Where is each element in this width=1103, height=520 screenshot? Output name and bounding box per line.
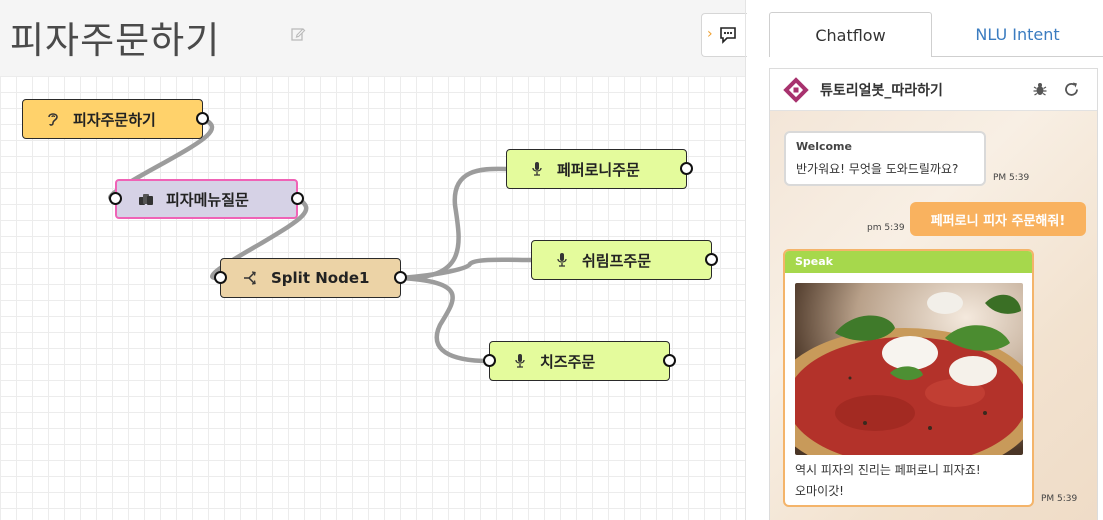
microphone-icon (529, 161, 545, 177)
bot-logo (783, 77, 809, 103)
tab-nlu-intent[interactable]: NLU Intent (932, 12, 1103, 57)
microphone-icon (554, 252, 570, 268)
pizza-image (795, 283, 1023, 455)
tab-chatflow[interactable]: Chatflow (769, 12, 932, 57)
message-timestamp: pm 5:39 (867, 223, 905, 233)
user-message: 페퍼로니 피자 주문해줘! (910, 202, 1086, 236)
bug-icon[interactable] (1032, 81, 1048, 97)
output-port[interactable] (663, 354, 676, 367)
panel-divider[interactable] (745, 0, 746, 520)
output-port[interactable] (196, 112, 209, 125)
input-port[interactable] (483, 354, 496, 367)
refresh-icon[interactable] (1063, 81, 1080, 98)
node-label: 피자주문하기 (73, 110, 156, 129)
node-label: Split Node1 (271, 269, 370, 287)
page-title: 피자주문하기 (10, 19, 221, 62)
input-port[interactable] (214, 271, 227, 284)
flow-node-cheese[interactable]: 치즈주문 (483, 341, 676, 381)
node-label: 쉬림프주문 (582, 251, 652, 270)
flow-node-start[interactable]: 피자주문하기 (22, 99, 209, 139)
message-timestamp: PM 5:39 (993, 173, 1030, 183)
flow-node-pepperoni[interactable]: 페퍼로니주문 (506, 149, 693, 189)
flow-node-split[interactable]: Split Node1 (214, 258, 407, 298)
node-label: 치즈주문 (540, 352, 596, 371)
bot-message-welcome: Welcome 반가워요! 무엇을 도와드릴까요? (784, 131, 986, 186)
message-text: 역시 피자의 진리는 페퍼로니 피자죠! (795, 463, 981, 477)
output-port[interactable] (680, 162, 693, 175)
message-timestamp: PM 5:39 (1041, 494, 1078, 504)
chat-preview-panel: 튜토리얼봇_따라하기 Welcome 반가워요! 무엇을 도와드릴까요? PM … (769, 68, 1098, 520)
output-port[interactable] (291, 192, 304, 205)
output-port[interactable] (394, 271, 407, 284)
chat-stack-icon (138, 191, 154, 207)
editor-title-bar: 피자주문하기 (0, 0, 745, 76)
chat-toggle-button[interactable]: › (701, 13, 747, 57)
ear-icon (45, 111, 61, 127)
speak-card-header: Speak (785, 251, 1032, 273)
input-port[interactable] (109, 192, 122, 205)
flow-canvas[interactable] (0, 76, 745, 520)
edit-icon[interactable] (290, 26, 306, 42)
split-icon (243, 270, 259, 286)
message-title: Welcome (796, 140, 852, 153)
chevron-right-icon: › (707, 26, 713, 42)
flow-node-menu-question[interactable]: 피자메뉴질문 (109, 179, 304, 219)
speak-label: Speak (795, 255, 833, 268)
chat-body[interactable]: Welcome 반가워요! 무엇을 도와드릴까요? PM 5:39 페퍼로니 피… (770, 111, 1097, 520)
message-text: 오마이갓! (795, 484, 844, 498)
bot-name: 튜토리얼봇_따라하기 (820, 83, 943, 99)
output-port[interactable] (705, 253, 718, 266)
flow-node-shrimp[interactable]: 쉬림프주문 (531, 240, 718, 280)
panel-tabs: Chatflow NLU Intent (769, 12, 1103, 57)
node-label: 피자메뉴질문 (166, 190, 249, 209)
microphone-icon (512, 353, 528, 369)
bot-message-speak-card: Speak (783, 249, 1034, 507)
chat-header: 튜토리얼봇_따라하기 (770, 69, 1097, 111)
message-text: 반가워요! 무엇을 도와드릴까요? (796, 162, 959, 176)
node-label: 페퍼로니주문 (557, 160, 640, 179)
chat-bubble-icon (720, 27, 736, 44)
